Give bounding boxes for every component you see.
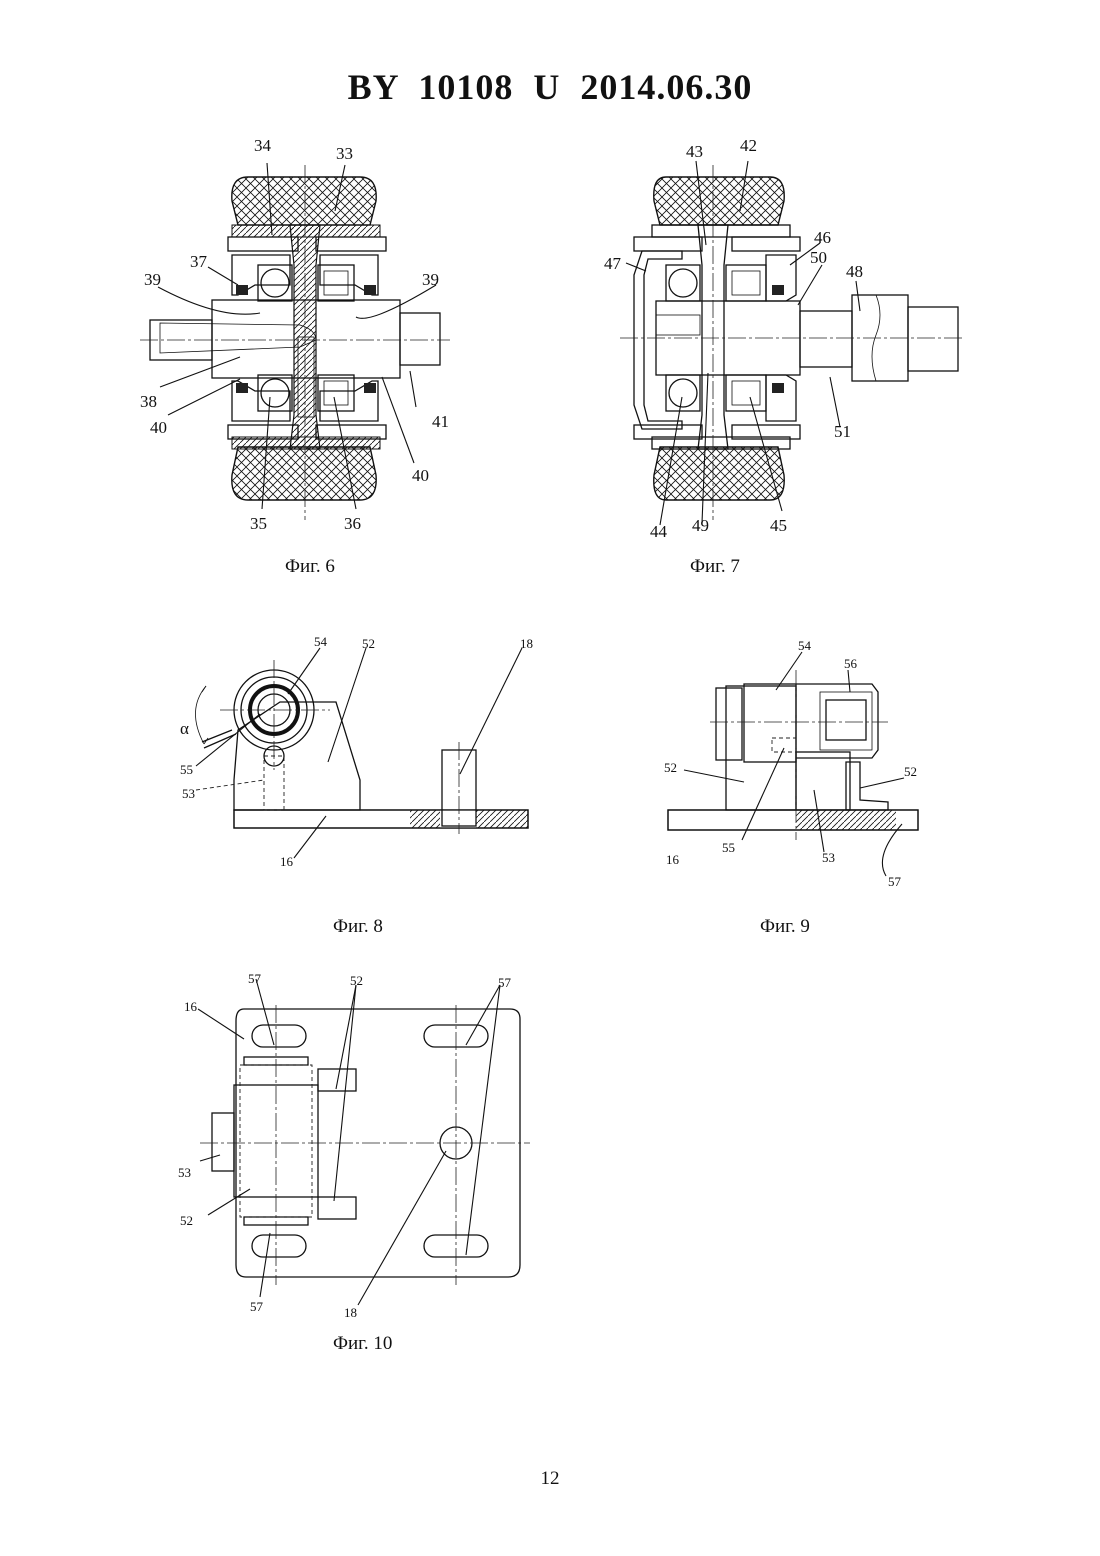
fig6-label-39-left: 39: [144, 270, 161, 289]
figure-9-caption: Фиг. 9: [760, 916, 810, 938]
fig8-label-53: 53: [182, 786, 195, 801]
fig8-label-55: 55: [180, 762, 193, 777]
fig10-label-57-bottom: 57: [250, 1299, 264, 1314]
fig6-label-34: 34: [254, 136, 272, 155]
fig6-label-37: 37: [190, 252, 208, 271]
fig7-label-45: 45: [770, 516, 787, 535]
fig9-label-56: 56: [844, 656, 858, 671]
fig10-label-16: 16: [184, 999, 198, 1014]
fig6-label-33: 33: [336, 144, 353, 163]
fig10-label-53: 53: [178, 1165, 191, 1180]
fig8-label-18: 18: [520, 636, 533, 651]
fig9-label-54: 54: [798, 638, 812, 653]
fig8-label-54: 54: [314, 634, 328, 649]
document-header: BY 10108 U 2014.06.30: [0, 66, 1100, 108]
fig10-label-57-top-left: 57: [248, 971, 262, 986]
fig7-label-48: 48: [846, 262, 863, 281]
fig10-label-52-top: 52: [350, 973, 363, 988]
figure-8-drawing: 54 52 18 α 55 53 16: [160, 630, 540, 870]
fig7-label-50: 50: [810, 248, 827, 267]
fig9-label-53: 53: [822, 850, 835, 865]
fig9-label-57: 57: [888, 874, 902, 889]
fig6-label-36: 36: [344, 514, 361, 533]
fig6-label-38: 38: [140, 392, 157, 411]
figure-6-caption: Фиг. 6: [285, 556, 335, 578]
fig6-label-40-left: 40: [150, 418, 167, 437]
fig6-label-35: 35: [250, 514, 267, 533]
fig7-label-43: 43: [686, 142, 703, 161]
fig8-label-52: 52: [362, 636, 375, 651]
figure-6-drawing: 34 33 37 39 39 38 40 41 40 35 36: [120, 125, 460, 545]
fig6-label-40-right: 40: [412, 466, 429, 485]
fig8-label-16: 16: [280, 854, 294, 869]
fig8-label-alpha: α: [180, 719, 189, 738]
page-number: 12: [0, 1468, 1100, 1490]
figure-7-caption: Фиг. 7: [690, 556, 740, 578]
fig7-label-44: 44: [650, 522, 668, 541]
fig7-label-47: 47: [604, 254, 622, 273]
fig6-label-41: 41: [432, 412, 449, 431]
fig6-label-39-right: 39: [422, 270, 439, 289]
fig7-label-42: 42: [740, 136, 757, 155]
fig7-label-51: 51: [834, 422, 851, 441]
figure-8-caption: Фиг. 8: [333, 916, 383, 938]
fig9-label-52-left: 52: [664, 760, 677, 775]
fig7-label-46: 46: [814, 228, 831, 247]
figure-7-drawing: 43 42 46 47 50 48 51 44 49 45: [590, 125, 970, 545]
fig10-label-57-top-right: 57: [498, 975, 512, 990]
fig10-label-52-left: 52: [180, 1213, 193, 1228]
fig7-label-49: 49: [692, 516, 709, 535]
fig9-label-52-right: 52: [904, 764, 917, 779]
fig10-label-18: 18: [344, 1305, 357, 1320]
figure-10-caption: Фиг. 10: [333, 1333, 392, 1355]
figure-9-drawing: 54 56 52 52 16 55 53 57: [640, 630, 940, 890]
figure-10-drawing: 57 52 57 16 53 52 57 18: [170, 965, 550, 1335]
fig9-label-16: 16: [666, 852, 680, 867]
fig9-label-55: 55: [722, 840, 735, 855]
